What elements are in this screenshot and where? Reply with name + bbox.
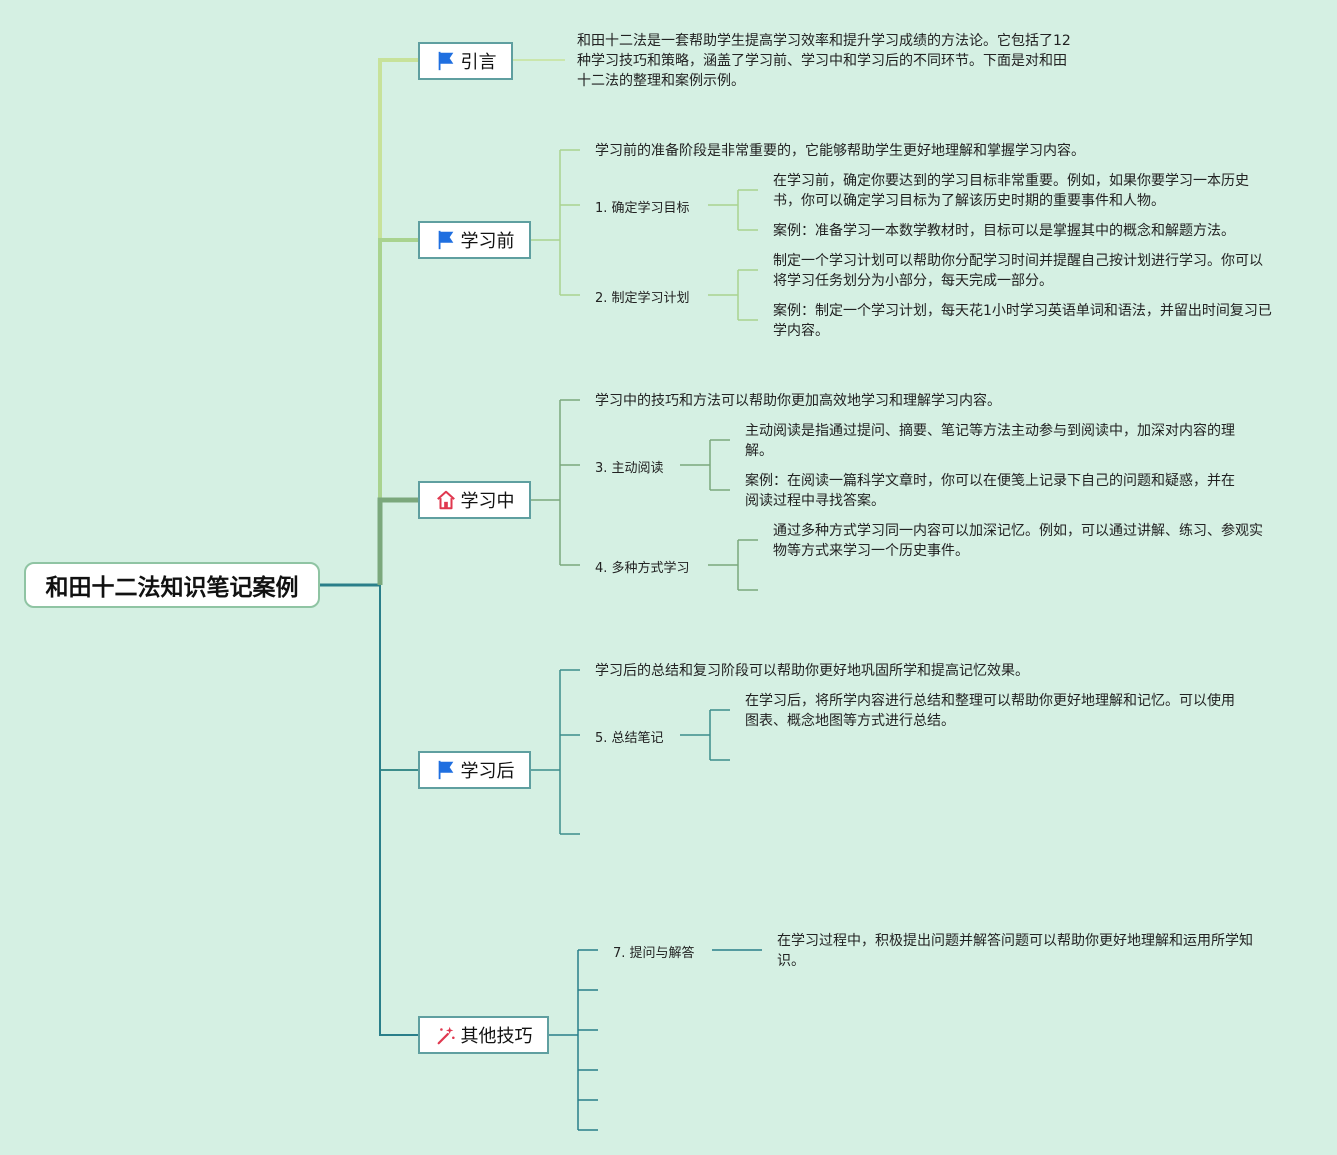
during-intro: 学习中的技巧和方法可以帮助你更加高效地学习和理解学习内容。 xyxy=(595,393,1001,409)
during-item-read[interactable]: 3. 主动阅读 xyxy=(595,461,664,476)
before-plan-detail-1: 制定一个学习计划可以帮助你分配学习时间并提醒自己按计划进行学习。你可以将学习任务… xyxy=(773,253,1263,289)
connector-during xyxy=(377,497,420,585)
other-qa-detail-1: 在学习过程中，积极提出问题并解答问题可以帮助你更好地理解和运用所学知识。 xyxy=(777,933,1253,969)
branch-label: 学习前 xyxy=(460,231,515,252)
during-multi-detail-1: 通过多种方式学习同一内容可以加深记忆。例如，可以通过讲解、练习、参观实物等方式来… xyxy=(773,523,1263,559)
root-title: 和田十二法知识笔记案例 xyxy=(45,575,299,601)
magic-wand-icon xyxy=(437,1026,455,1045)
branch-label: 其他技巧 xyxy=(460,1026,533,1047)
before-goal-detail-2: 案例：准备学习一本数学教材时，目标可以是掌握其中的概念和解题方法。 xyxy=(773,223,1235,239)
connector-during-spine xyxy=(530,399,580,566)
during-read-detail-2: 案例：在阅读一篇科学文章时，你可以在便笺上记录下自己的问题和疑惑，并在阅读过程中… xyxy=(745,473,1235,509)
connector-before-plan xyxy=(708,269,758,321)
after-item-summary[interactable]: 5. 总结笔记 xyxy=(595,731,664,746)
branch-label: 学习中 xyxy=(460,491,515,512)
connector-before-spine xyxy=(530,149,580,296)
before-intro: 学习前的准备阶段是非常重要的，它能够帮助学生更好地理解和掌握学习内容。 xyxy=(595,143,1085,159)
branch-other[interactable]: 其他技巧 xyxy=(418,1016,549,1054)
branch-before[interactable]: 学习前 xyxy=(418,221,531,259)
connector-before xyxy=(378,238,420,585)
during-read-detail-1: 主动阅读是指通过提问、摘要、笔记等方法主动参与到阅读中，加深对内容的理解。 xyxy=(745,423,1235,459)
branch-label: 引言 xyxy=(460,52,497,73)
connector-during-multi xyxy=(708,539,758,591)
other-item-qa[interactable]: 7. 提问与解答 xyxy=(613,946,695,961)
before-goal-detail-1: 在学习前，确定你要达到的学习目标非常重要。例如，如果你要学习一本历史书，你可以确… xyxy=(773,173,1249,209)
connector-intro xyxy=(378,58,420,585)
branch-after[interactable]: 学习后 xyxy=(418,751,531,789)
flag-icon xyxy=(438,760,453,780)
branch-during[interactable]: 学习中 xyxy=(418,481,531,519)
before-plan-detail-2: 案例：制定一个学习计划，每天花1小时学习英语单词和语法，并留出时间复习已学内容。 xyxy=(773,303,1272,339)
before-item-plan[interactable]: 2. 制定学习计划 xyxy=(595,291,690,306)
root-node[interactable]: 和田十二法知识笔记案例 xyxy=(24,562,320,608)
connector-during-read xyxy=(680,439,730,491)
flag-icon xyxy=(438,230,453,250)
connector-after xyxy=(379,585,420,771)
connector-after-summary xyxy=(680,709,730,761)
connector-other xyxy=(379,585,420,1036)
connector-before-goal xyxy=(708,189,758,231)
flag-icon xyxy=(438,51,453,71)
after-summary-detail-1: 在学习后，将所学内容进行总结和整理可以帮助你更好地理解和记忆。可以使用图表、概念… xyxy=(745,693,1235,729)
during-item-multi[interactable]: 4. 多种方式学习 xyxy=(595,561,690,576)
after-intro: 学习后的总结和复习阶段可以帮助你更好地巩固所学和提高记忆效果。 xyxy=(595,663,1029,679)
house-icon xyxy=(436,490,455,510)
before-item-goal[interactable]: 1. 确定学习目标 xyxy=(595,201,690,216)
branch-label: 学习后 xyxy=(460,761,515,782)
branch-intro[interactable]: 引言 xyxy=(418,42,513,80)
intro-text: 和田十二法是一套帮助学生提高学习效率和提升学习成绩的方法论。它包括了12种学习技… xyxy=(577,33,1071,89)
connector-after-spine xyxy=(530,669,580,835)
connector-other-spine xyxy=(548,949,598,1131)
